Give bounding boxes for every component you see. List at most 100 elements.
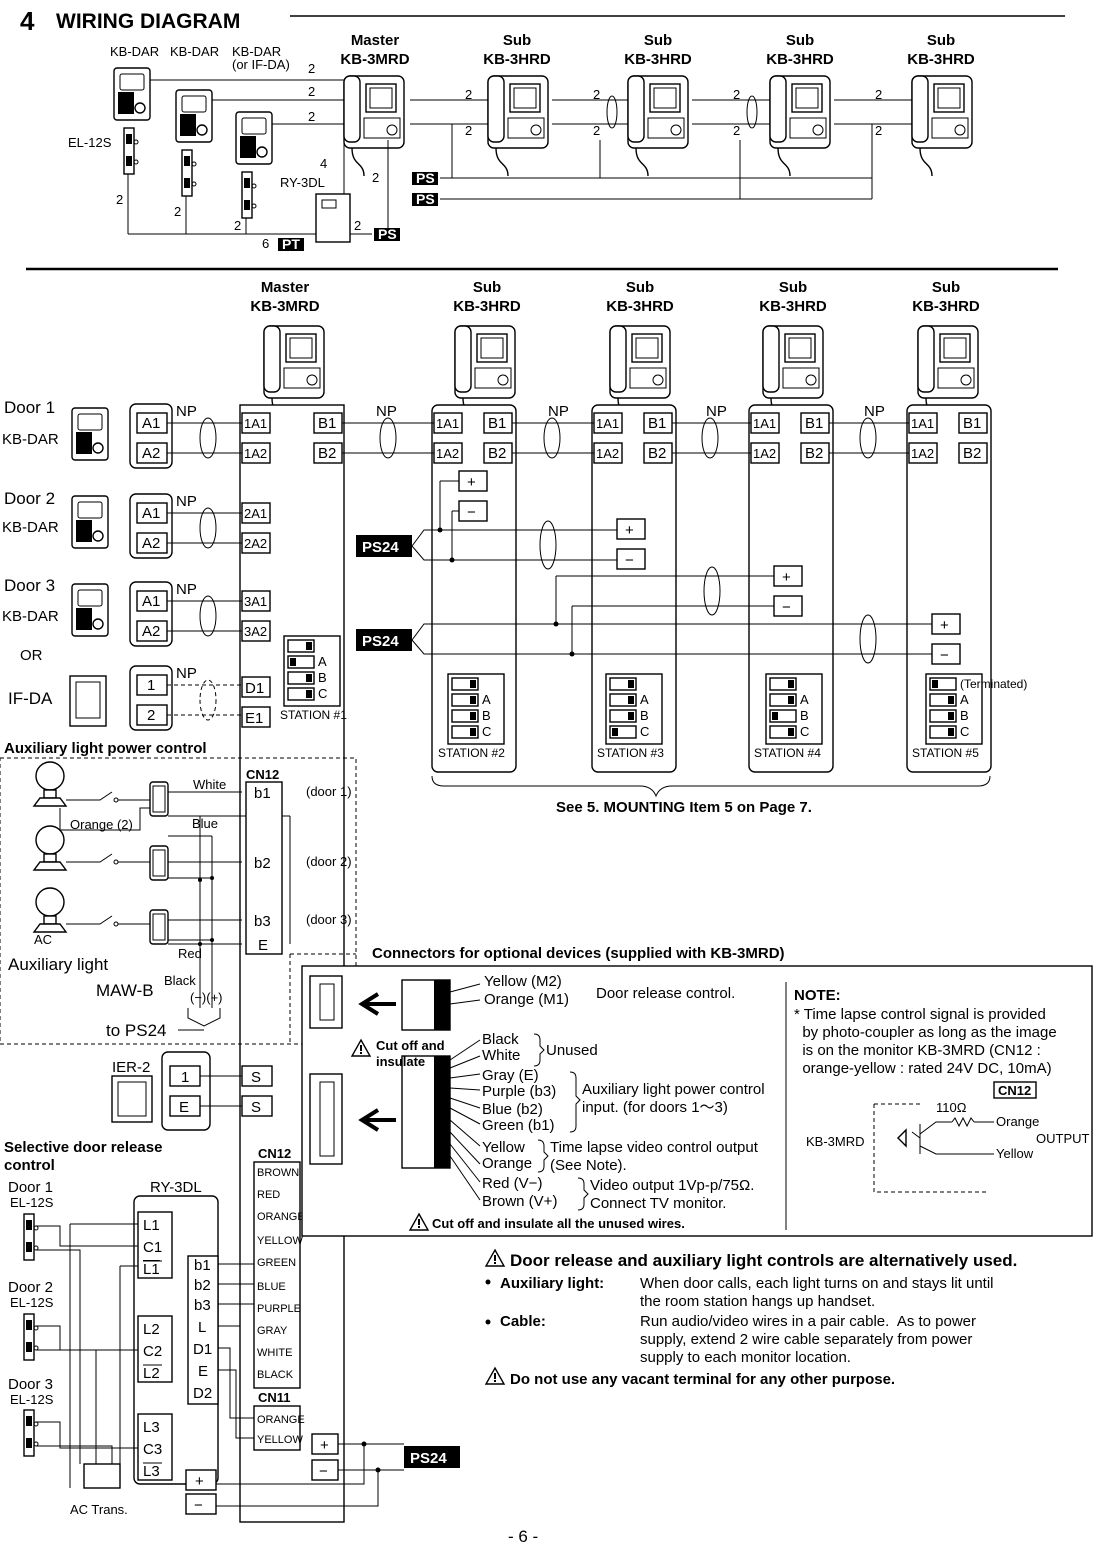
plus-terminal: +	[782, 569, 791, 586]
aux-title: Auxiliary light power control	[4, 740, 207, 757]
top-diagram: Master KB-3MRD Sub KB-3HRD Sub KB-3HRD S…	[68, 32, 975, 252]
cn12-wire: BLACK	[257, 1369, 294, 1381]
cn12-wire: BROWN	[257, 1167, 299, 1179]
door-ref: (door 1)	[306, 784, 352, 799]
plus-terminal: +	[467, 474, 476, 491]
aux-ctrl-label: Auxiliary light power control	[582, 1081, 765, 1098]
sub-terminal: 1A1	[596, 416, 619, 431]
ier2-terminal: 1	[181, 1069, 189, 1086]
dip-letter: A	[640, 692, 649, 707]
relay-terminal: L1	[143, 1261, 160, 1278]
master-monitor-icon	[343, 75, 405, 177]
warning-vacant: Do not use any vacant terminal for any o…	[510, 1371, 895, 1388]
aux-text: When door calls, each light turns on and…	[640, 1275, 994, 1292]
np-label: NP	[548, 403, 569, 420]
top-sub-model: KB-3HRD	[624, 51, 692, 68]
plus-terminal: +	[320, 1437, 329, 1454]
ier2-label: IER-2	[112, 1059, 150, 1076]
cn12-terminal: b2	[254, 855, 271, 872]
aux-light-section: Auxiliary light power control White Blue…	[0, 740, 357, 1045]
wire-label: Black	[482, 1031, 519, 1048]
cable-text: supply, extend 2 wire cable separately f…	[640, 1331, 972, 1348]
station-label: STATION #3	[597, 746, 664, 760]
ier2-icon	[111, 1075, 153, 1123]
ac-label: AC	[34, 932, 52, 947]
relay-terminal: b3	[194, 1297, 211, 1314]
ps-tag	[412, 172, 438, 185]
bus-terminal: B2	[318, 445, 336, 462]
cut-all-label: Cut off and insulate all the unused wire…	[432, 1216, 685, 1231]
brace	[431, 775, 991, 798]
dip-letter: C	[960, 724, 969, 739]
master-terminal: 1A1	[244, 416, 267, 431]
master-terminal: 1A2	[244, 446, 267, 461]
wire-label: Purple (b3)	[482, 1083, 556, 1100]
note-line: by photo-coupler as long as the image	[794, 1024, 1057, 1041]
door-model: KB-DAR	[2, 431, 59, 448]
door-model: EL-12S	[10, 1295, 54, 1310]
np-label: NP	[176, 403, 197, 420]
top-sub-role: Sub	[786, 32, 814, 49]
terminal: A1	[142, 415, 160, 432]
lamp-icon	[33, 825, 67, 871]
unused-label: Unused	[546, 1042, 598, 1059]
wire-count: 2	[733, 123, 740, 138]
np-label: NP	[706, 403, 727, 420]
top-master-model: KB-3MRD	[340, 51, 409, 68]
sub-terminal: 1A1	[911, 416, 934, 431]
pt-tag	[278, 238, 304, 251]
cn12-wire-strip	[253, 1161, 301, 1389]
lamp-icon	[33, 887, 67, 933]
white-label: White	[193, 777, 226, 792]
relay-terminal: D1	[193, 1341, 212, 1358]
ifda-label: IF-DA	[8, 689, 53, 708]
maw-b-relay-icon	[149, 845, 169, 881]
top-sub-role: Sub	[927, 32, 955, 49]
bus-terminal: B1	[805, 415, 823, 432]
door-label: Door 2	[4, 489, 55, 508]
red-label: Red	[178, 946, 202, 961]
terminal: A2	[142, 535, 160, 552]
master-terminal: 2A1	[244, 506, 267, 521]
section-number: 4	[20, 6, 35, 36]
master-model: KB-3MRD	[250, 298, 319, 315]
master-terminal: D1	[245, 680, 264, 697]
maw-b-relay-icon	[149, 781, 169, 817]
dip-letter: C	[800, 724, 809, 739]
ier2-terminal: S	[251, 1099, 261, 1116]
wire-count: 2	[465, 87, 472, 102]
relay-terminal: b1	[194, 1257, 211, 1274]
sub-unit-2: 1A1 1A2 B1 B2 + − A B C STATION #2	[431, 404, 517, 773]
ps-tag-label: PS	[416, 170, 435, 186]
ac-transformer-icon	[83, 1463, 121, 1489]
pt-tag-label: PT	[282, 236, 300, 252]
door-ref: (door 2)	[306, 854, 352, 869]
cn12-wire: RED	[257, 1189, 280, 1201]
cn12-wire: YELLOW	[257, 1235, 303, 1247]
top-sub-model: KB-3HRD	[907, 51, 975, 68]
cn12-aux-block	[245, 781, 283, 955]
wire-yellow-m2: Yellow (M2)	[484, 973, 562, 990]
orange-label: Orange (2)	[70, 817, 133, 832]
door-label: Door 3	[4, 576, 55, 595]
dip-letter: C	[640, 724, 649, 739]
sub-model: KB-3HRD	[453, 298, 521, 315]
master-terminal: 3A1	[244, 594, 267, 609]
station-label: STATION #5	[912, 746, 979, 760]
top-door-station-label: KB-DAR	[110, 44, 159, 59]
connectors-title: Connectors for optional devices (supplie…	[372, 945, 785, 962]
relay-terminal: L2	[143, 1321, 160, 1338]
top-sub-model: KB-3HRD	[483, 51, 551, 68]
cn12-wire: PURPLE	[257, 1303, 301, 1315]
dip-letter: B	[640, 708, 649, 723]
wire-orange-m1: Orange (M1)	[484, 991, 569, 1008]
sub-terminal: 1A1	[753, 416, 776, 431]
cn12-wire: BLUE	[257, 1281, 286, 1293]
door-station-icon	[71, 583, 109, 637]
door-model: KB-DAR	[2, 608, 59, 625]
minus-terminal: −	[319, 1463, 328, 1480]
cn12-wire: WHITE	[257, 1347, 292, 1359]
relay-terminal: E	[198, 1363, 208, 1380]
electric-lock-icon	[23, 1213, 39, 1261]
terminal: A1	[142, 593, 160, 610]
